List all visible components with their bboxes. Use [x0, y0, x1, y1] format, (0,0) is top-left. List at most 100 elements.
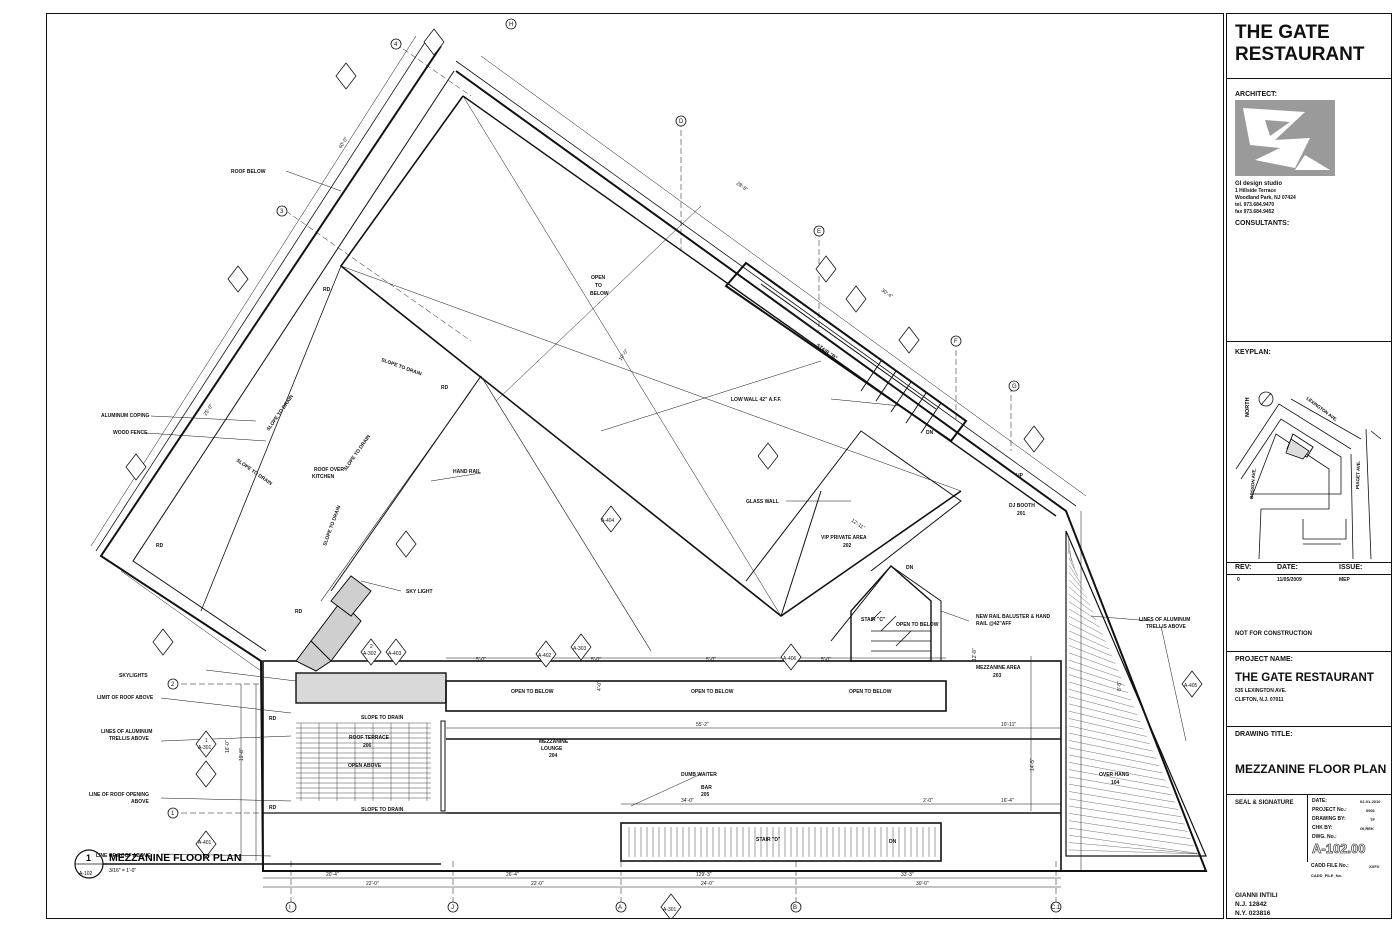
- note-trellis-right-1: LINES OF ALUMINUM: [1139, 617, 1190, 623]
- keyplan-street-1: LEXINGTON AVE.: [1305, 396, 1338, 423]
- note-sky-light: SKY LIGHT: [406, 589, 433, 595]
- keyplan-street-2: BOSSON AVE.: [1249, 468, 1257, 499]
- linework-stroke: [1068, 557, 1078, 576]
- linework-stroke: [1068, 813, 1188, 832]
- divider: [1227, 78, 1391, 79]
- linework-stroke: [1068, 776, 1172, 796]
- note-slope-to-drain-3: SLOPE TO DRAIN: [266, 394, 295, 433]
- dim-22-0: 22'-0": [366, 881, 379, 887]
- sheet-number: A-102.00: [1312, 841, 1366, 857]
- keyplan-map: NORTH LEXINGTON AVE. BOSSON AVE. PIAGET …: [1231, 359, 1387, 560]
- dim-19-8: 19'-8": [239, 748, 245, 761]
- note-roof-terrace: ROOF TERRACE: [349, 735, 390, 741]
- linework-stroke: [1068, 652, 1119, 671]
- title-block-project-title: THE GATE RESTAURANT: [1235, 22, 1385, 66]
- architect-logo: [1235, 100, 1335, 176]
- note-trellis-2: TRELLIS ABOVE: [109, 736, 149, 742]
- leader-lines: [145, 170, 1187, 857]
- note-limit-roof-above: LIMIT OF ROOF ABOVE: [97, 695, 154, 701]
- ref-a302-no: 2: [370, 644, 373, 650]
- linework-stroke: [1068, 608, 1100, 628]
- note-rd-4: RD: [295, 609, 303, 615]
- plan-title-sheet-ref: A-102: [79, 871, 93, 877]
- note-dn-2: DN: [889, 839, 897, 845]
- date-value: 11/05/2009: [1277, 577, 1302, 583]
- signer-block: GIANNI INTILI N.J. 12842 N.Y. 023816: [1235, 891, 1278, 918]
- note-rd-5: RD: [269, 716, 277, 722]
- info-dwg-label: DWG. No.:: [1312, 834, 1337, 840]
- mezzanine-plan-svg: I J A B C.1 2 1 3 4 H D E F G 1 A-102 ME…: [74, 18, 1208, 918]
- lower-mezzanine: [262, 660, 1062, 872]
- ref-a404: A-404: [601, 518, 615, 524]
- linework-stroke: [1068, 623, 1106, 642]
- keyplan-label: KEYPLAN:: [1235, 349, 1271, 356]
- keyplan-street-3: PIAGET AVE.: [1355, 461, 1361, 489]
- issue-label: ISSUE:: [1339, 564, 1363, 571]
- roof-terrace-trellis: [296, 722, 431, 801]
- note-open-3: BELOW: [590, 291, 609, 297]
- dim-34-0: 34'-0": [681, 798, 694, 804]
- note-mezzanine-area-no: 203: [993, 673, 1002, 679]
- note-open-to-below-b: OPEN TO BELOW: [691, 689, 734, 695]
- note-vip-area: VIP PRIVATE AREA: [821, 535, 867, 541]
- seal-label: SEAL & SIGNATURE: [1235, 800, 1294, 806]
- note-dj-room-no: 201: [1017, 511, 1026, 517]
- ref-a403: A-403: [388, 651, 402, 657]
- grid-lines: [181, 43, 1057, 906]
- dim-5-0d: 5'-0": [821, 657, 831, 663]
- note-overhang: OVER HANG: [1099, 772, 1129, 778]
- project-name-label: PROJECT NAME:: [1235, 656, 1293, 663]
- linework-stroke: [1068, 616, 1103, 635]
- linework-stroke: [1068, 725, 1150, 744]
- linework-stroke: [1068, 565, 1081, 584]
- note-rd-2: RD: [441, 385, 449, 391]
- cadd-value: XXFX: [1369, 864, 1380, 869]
- grid-label-1: 1: [171, 811, 175, 817]
- architect-tel: tel. 973.684.9470: [1235, 202, 1275, 208]
- note-hand-rail: HAND RAIL: [453, 469, 481, 475]
- grid-label-b: B: [793, 905, 797, 911]
- linework-stroke: [1068, 827, 1194, 847]
- skylights: [295, 575, 372, 672]
- dim-24-0: 24'-0": [701, 881, 714, 887]
- note-open-above: OPEN ABOVE: [348, 763, 382, 769]
- info-project-value: 0901: [1366, 808, 1375, 813]
- keyplan-north: NORTH: [1245, 397, 1251, 417]
- dim-10-0: 10'-0": [618, 348, 630, 362]
- linework-stroke: [1068, 805, 1185, 825]
- dim-8-5: 8'-5": [1117, 681, 1123, 691]
- linework-stroke: [1068, 645, 1116, 664]
- dim-55-2: 55'-2": [696, 722, 709, 728]
- note-stair-d: STAIR "D": [756, 837, 781, 843]
- project-title-line-2: RESTAURANT: [1235, 44, 1365, 65]
- ref-a301-bottom: A-301: [663, 907, 677, 913]
- drawing-title: MEZZANINE FLOOR PLAN: [1235, 762, 1387, 776]
- linework-stroke: [1068, 630, 1110, 650]
- overhang-hatch: [1068, 535, 1202, 855]
- note-slope-to-drain-2: SLOPE TO DRAIN: [235, 458, 274, 487]
- info-date-value: 02-01-2010: [1360, 799, 1381, 804]
- grid-label-e: E: [817, 229, 821, 235]
- dim-30-4: 30'-4": [880, 288, 894, 300]
- stair-d-steps: [628, 827, 936, 857]
- dim-12-11: 12'-11": [850, 518, 866, 532]
- note-rd-6: RD: [269, 805, 277, 811]
- ref-a302: A-302: [363, 651, 377, 657]
- note-glass-wall: GLASS WALL: [746, 499, 779, 505]
- linework-stroke: [1068, 732, 1154, 752]
- note-trellis-right-2: TRELLIS ABOVE: [1146, 624, 1186, 630]
- dim-5-0a: 5'-0": [476, 657, 486, 663]
- note-aluminum-coping: ALUMINUM COPING: [101, 413, 149, 419]
- project-name: THE GATE RESTAURANT: [1235, 672, 1374, 684]
- divider: [1227, 562, 1391, 563]
- note-up: UP: [1016, 473, 1024, 479]
- dim-12-8: 12'-8": [972, 648, 978, 661]
- note-skylights: SKYLIGHTS: [119, 673, 148, 679]
- info-drawn-label: DRAWING BY:: [1312, 816, 1346, 822]
- architect-name: GI design studio: [1235, 181, 1283, 187]
- dim-5-0b: 5'-0": [591, 657, 601, 663]
- architect-label: ARCHITECT:: [1235, 91, 1277, 98]
- section-markers: [125, 28, 1203, 918]
- linework-stroke: [1068, 696, 1138, 715]
- linework-stroke: [1068, 849, 1202, 855]
